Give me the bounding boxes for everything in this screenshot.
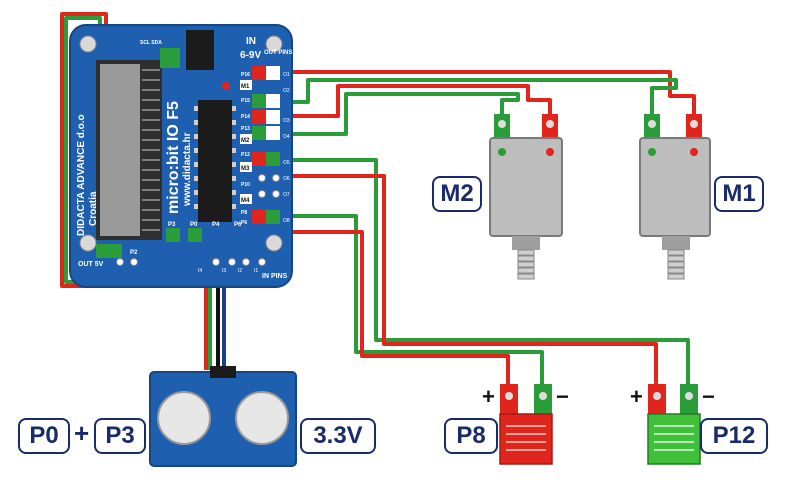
out-index-o3: O3 xyxy=(283,118,290,124)
label-led-p8: P8 xyxy=(444,418,498,454)
in-index-i4: I4 xyxy=(198,268,202,274)
pin-label-p8: P8 xyxy=(241,210,247,216)
pin-label-p16: P16 xyxy=(241,72,250,78)
wires xyxy=(60,12,696,390)
pin-label-p12: P12 xyxy=(241,152,250,158)
board-brand: DIDACTA ADVANCE d.o.o xyxy=(76,114,87,236)
led-green-plus-sign: + xyxy=(630,384,643,409)
board-country: Croatia xyxy=(88,191,99,226)
label-sensor-p3: P3 xyxy=(94,418,146,454)
wire-top-red xyxy=(60,12,208,370)
led-module-green xyxy=(647,384,701,465)
label-sensor-p0: P0 xyxy=(18,418,70,454)
label-motor-m2: M2 xyxy=(432,176,482,212)
led-module-red xyxy=(499,384,553,465)
board-voltage: 6-9V xyxy=(240,50,261,61)
out-index-o7: O7 xyxy=(283,192,290,198)
out-index-o5: O5 xyxy=(283,160,290,166)
board-p2: P2 xyxy=(130,250,138,256)
svg-text:M4: M4 xyxy=(241,198,250,204)
wire-m1-red xyxy=(280,70,696,120)
board-in-p6: P6 xyxy=(234,222,242,228)
board-i2c: SCL SDA xyxy=(140,40,162,46)
wire-p12-green xyxy=(282,158,690,390)
wire-m1-green xyxy=(280,78,678,120)
power-jack xyxy=(186,30,214,70)
board-out-pins: OUT PINS xyxy=(264,50,292,56)
motor-label-m1: M1 xyxy=(240,80,252,90)
driver-chip xyxy=(198,100,232,222)
board-out5v: OUT 5V xyxy=(78,261,104,268)
label-sensor-plus: + xyxy=(74,418,90,448)
power-led xyxy=(222,82,230,90)
board-url: www.didacta.hr xyxy=(182,132,193,207)
board-in-p0: P0 xyxy=(190,222,198,228)
wire-m2-red xyxy=(280,84,552,120)
label-led-p12: P12 xyxy=(700,418,768,454)
wire-m2-green xyxy=(280,92,520,136)
out-5v-terminal xyxy=(96,244,122,258)
motor-label-m4: M4 xyxy=(240,194,252,204)
pin-label-p6: P6 xyxy=(241,220,247,226)
ultrasonic-sensor xyxy=(149,366,297,467)
svg-text:M2: M2 xyxy=(241,138,250,144)
pin-label-p14: P14 xyxy=(241,114,250,120)
motor-m2 xyxy=(489,114,563,280)
led-red-plus-sign: + xyxy=(482,384,495,409)
motor-label-m3: M3 xyxy=(240,162,252,172)
in-index-i3: I3 xyxy=(222,268,226,274)
label-sensor-voltage: 3.3V xyxy=(300,418,376,454)
motor-m1 xyxy=(639,114,711,280)
out-index-o6: O6 xyxy=(283,176,290,182)
wire-p8-green xyxy=(282,214,544,390)
wire-p8-red xyxy=(282,230,510,390)
motor-label-m2: M2 xyxy=(240,134,252,144)
i2c-terminal xyxy=(160,48,180,68)
pin-label-p10: P10 xyxy=(241,182,250,188)
board-in-p4: P4 xyxy=(212,222,220,228)
mounting-holes xyxy=(79,35,283,252)
svg-text:M3: M3 xyxy=(241,166,250,172)
in-index-i2: I2 xyxy=(238,268,242,274)
in-index-i1: I1 xyxy=(254,268,258,274)
wire-p12-red xyxy=(282,174,658,390)
microbit-io-board xyxy=(69,24,293,288)
label-motor-m1: M1 xyxy=(714,176,764,212)
pin-label-p15: P15 xyxy=(241,98,250,104)
pin-label-p13: P13 xyxy=(241,126,250,132)
board-in-label: IN xyxy=(246,36,256,47)
out-index-o1: O1 xyxy=(283,72,290,78)
out-index-o2: O2 xyxy=(283,88,290,94)
led-red-minus-sign: − xyxy=(556,384,569,409)
input-connectors xyxy=(166,228,202,242)
out-index-o4: O4 xyxy=(283,134,290,140)
wire-top-green xyxy=(64,16,212,370)
board-in-pins: IN PINS xyxy=(262,273,288,280)
led-green-minus-sign: − xyxy=(702,384,715,409)
output-connectors xyxy=(252,66,280,224)
board-model: micro:bit IO F5 xyxy=(165,101,182,214)
out-index-o8: O8 xyxy=(283,218,290,224)
board-in-p3: P3 xyxy=(168,222,176,228)
svg-text:M1: M1 xyxy=(241,84,250,90)
